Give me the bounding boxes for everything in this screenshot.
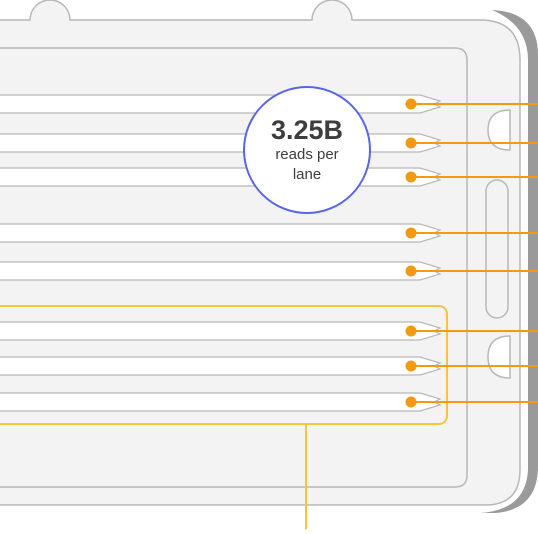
lane-marker-dot (405, 137, 417, 149)
reads-per-lane-badge: 3.25B reads per lane (243, 86, 371, 214)
lane (0, 167, 442, 187)
highlighted-lane (0, 321, 442, 341)
lane-marker-dot (405, 98, 417, 110)
lane-marker-dot (405, 360, 417, 372)
lane-marker-dot (405, 396, 417, 408)
lane (0, 261, 442, 281)
slot-hole-bottom (487, 335, 511, 379)
cartridge-dark-edge (480, 10, 538, 513)
lane-marker-dot (405, 227, 417, 239)
lane-marker-dot (405, 325, 417, 337)
lane (0, 133, 442, 153)
badge-value: 3.25B (270, 115, 344, 145)
slot-hole-top (487, 109, 511, 151)
lane (0, 223, 442, 243)
highlighted-lane (0, 356, 442, 376)
lane-marker-dot (405, 171, 417, 183)
lane (0, 94, 442, 114)
highlighted-lane (0, 392, 442, 412)
slot-long (485, 179, 509, 319)
badge-label: reads per lane (275, 146, 339, 183)
lane-marker-dot (405, 265, 417, 277)
